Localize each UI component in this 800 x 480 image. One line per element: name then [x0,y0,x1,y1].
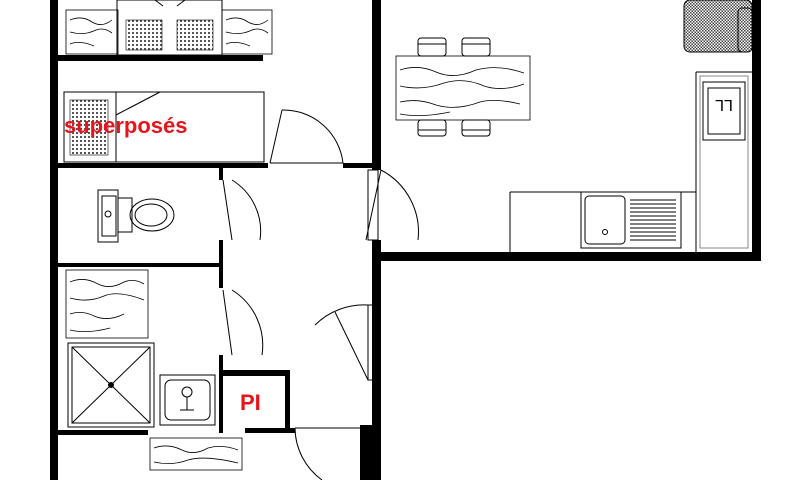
pillow-icon [69,99,109,156]
fridge-label: LL [715,96,733,113]
pillow-left-icon [125,19,163,51]
wc-room [97,179,262,243]
bathroom [65,269,264,428]
washbasin-icon [159,374,216,426]
door-swing-icon [380,169,419,241]
bunk-bedroom: superposés [63,91,344,164]
hall-doors [294,169,419,480]
door-swing-icon [231,289,264,356]
pillow-right-icon [176,19,214,51]
walls [50,0,761,480]
toilet-tank-icon [117,197,133,233]
svg-text:...: ... [92,467,109,480]
bed-icon [63,91,265,163]
chair-icon [417,37,491,137]
kitchen-sink-icon [580,191,682,249]
toilet-icon [129,198,175,232]
door-swing-icon [294,427,323,480]
towel-rack-icon [65,269,149,339]
pi-label: PI [240,390,261,415]
bunk-beds-label: superposés [64,113,188,138]
door-swing-icon [314,304,369,326]
top-bedroom [65,0,273,56]
shower-icon [67,342,155,428]
door-swing-icon [231,179,262,241]
door-swing-icon [281,109,344,164]
bottom-room: ... [92,437,243,480]
fridge-icon [702,81,746,141]
living-room: LL [395,0,753,252]
pi-cupboard: PI [240,390,261,415]
